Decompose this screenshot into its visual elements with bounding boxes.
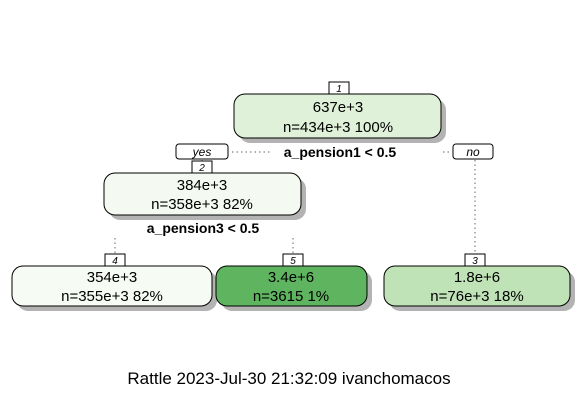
node-3: 3 1.8e+6 n=76e+3 18% <box>383 253 575 311</box>
node-4-value: 354e+3 <box>87 269 137 286</box>
no-label: no <box>452 143 494 160</box>
yes-label-text: yes <box>192 145 212 159</box>
node-1-value: 637e+3 <box>313 99 363 116</box>
node-3-id: 3 <box>472 256 478 267</box>
split-root-label: a_pension1 < 0.5 <box>284 144 397 160</box>
node-3-id-box <box>464 253 486 267</box>
node-1-stats: n=434e+3 100% <box>283 119 393 136</box>
split-left-label: a_pension3 < 0.5 <box>147 220 260 236</box>
node-1: 1 637e+3 n=434e+3 100% <box>233 81 446 143</box>
node-3-stats: n=76e+3 18% <box>430 288 523 305</box>
node-2-value: 384e+3 <box>177 177 227 194</box>
node-5: 5 3.4e+6 n=3615 1% <box>215 253 372 311</box>
node-4-stats: n=355e+3 82% <box>61 288 163 305</box>
no-label-box <box>452 143 494 160</box>
node-5-value: 3.4e+6 <box>268 269 314 286</box>
node-5-id-box <box>282 253 304 267</box>
no-label-text: no <box>466 145 480 159</box>
node-2-stats: n=358e+3 82% <box>151 196 253 213</box>
node-2-id: 2 <box>198 163 205 174</box>
node-2: 2 384e+3 n=358e+3 82% <box>103 160 306 220</box>
node-5-id: 5 <box>290 256 296 267</box>
node-1-id-box <box>328 81 350 95</box>
node-1-id: 1 <box>336 84 342 95</box>
yes-label: yes <box>175 143 229 160</box>
footer-caption: Rattle 2023-Jul-30 21:32:09 ivanchomacos <box>127 369 450 388</box>
node-2-id-box <box>191 160 213 174</box>
node-3-value: 1.8e+6 <box>454 269 500 286</box>
node-4-id: 4 <box>112 256 118 267</box>
node-5-stats: n=3615 1% <box>253 288 329 305</box>
node-4: 4 354e+3 n=355e+3 82% <box>11 253 217 311</box>
node-4-id-box <box>104 253 126 267</box>
yes-label-box <box>175 143 229 160</box>
